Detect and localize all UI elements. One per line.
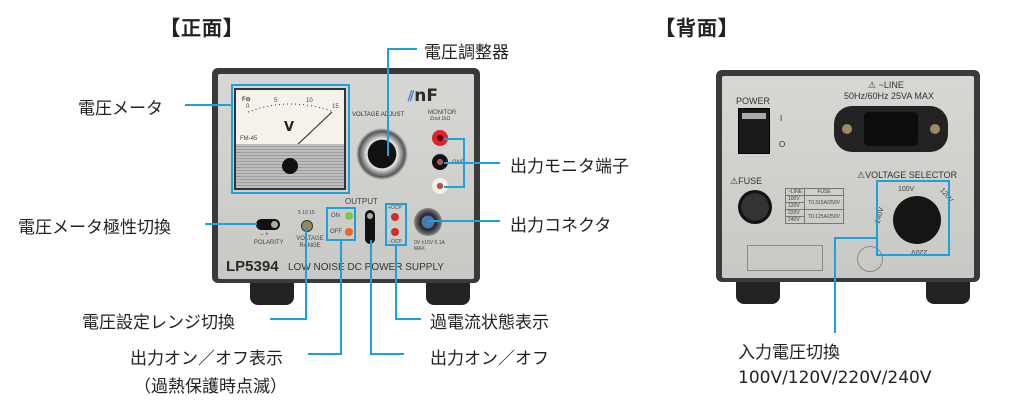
output-connector[interactable] (414, 208, 442, 236)
on-label: ON (331, 213, 340, 219)
callout-output-connector: 出力コネクタ (510, 216, 612, 236)
voltage-range-switch[interactable] (301, 220, 313, 232)
plus-ocp-label: +OCP (388, 205, 402, 211)
front-title: 【正面】 (160, 16, 244, 40)
led-off (345, 228, 353, 236)
highlight-meter (231, 84, 350, 194)
power-label: POWER (736, 96, 771, 106)
voltage-range-label: VOLTAGE RANGE (296, 236, 324, 249)
fuse-table-header-fuse: FUSE (804, 188, 845, 196)
rear-foot-right (926, 282, 970, 304)
led-on (345, 212, 353, 220)
off-label: OFF (330, 229, 342, 235)
fuse-row-rating: T0.315A/250V (804, 195, 845, 210)
table-row: 240V (784, 216, 844, 224)
product-description: LOW NOISE DC POWER SUPPLY (288, 262, 444, 273)
power-off-mark: O (779, 140, 786, 149)
rear-foot-left (736, 282, 780, 304)
callout-meter-polarity: 電圧メータ極性切換 (18, 218, 171, 238)
monitor-label: MONITOR (428, 110, 457, 116)
callout-input-voltage: 入力電圧切換 (738, 343, 840, 363)
fuse-row-line: 100V (784, 195, 806, 203)
rear-title: 【背面】 (655, 16, 739, 40)
meter-zero-adjust[interactable] (282, 158, 298, 174)
callout-onoff-switch: 出力オン／オフ (430, 349, 549, 369)
polarity-marks: − + (260, 232, 269, 238)
output-rating: 0V ±15V 0.1A MAX (414, 240, 445, 252)
highlight-voltage-selector (876, 180, 950, 256)
meter-model: FM-45 (240, 136, 258, 142)
line-rating: 50Hz/60Hz 25VA MAX (844, 91, 934, 101)
meter-scale-15: 15 (332, 104, 339, 110)
selector-100v: 100V (898, 186, 915, 193)
callout-overcurrent: 過電流状態表示 (430, 313, 549, 333)
brand-mark-icon: ⫽ (408, 89, 415, 105)
fuse-table-header-line: ~LINE (784, 188, 806, 196)
output-onoff-switch[interactable] (365, 210, 375, 244)
voltage-selector-label: ⚠VOLTAGE SELECTOR (857, 170, 958, 180)
front-foot-left (250, 283, 294, 305)
callout-input-voltage-values: 100V/120V/220V/240V (738, 368, 932, 388)
voltage-selector-dial[interactable] (893, 196, 941, 244)
power-on-mark: I (780, 114, 783, 123)
callout-onoff-indicator-note: （過熱保護時点滅） (134, 377, 287, 397)
meter-needle-icon (247, 103, 335, 149)
fuse-row-line: 120V (784, 202, 806, 210)
fuse-label: ⚠FUSE (730, 176, 763, 186)
fuse-row-line: 220V (784, 209, 806, 217)
output-label: OUTPUT (345, 197, 378, 206)
monitor-terminal-plus[interactable] (432, 130, 448, 146)
callout-onoff-indicator: 出力オン／オフ表示 (130, 349, 283, 369)
highlight-onoff-led (326, 207, 356, 241)
rear-round-mark (857, 246, 883, 272)
monitor-terminal-gnd[interactable] (432, 154, 448, 170)
callout-voltage-adjuster: 電圧調整器 (424, 43, 509, 63)
callout-monitor-terminal: 出力モニタ端子 (510, 157, 629, 177)
fuse-row-line: 240V (784, 216, 806, 224)
range-marks: 5 10 15 (298, 210, 315, 216)
label-plate (747, 245, 823, 271)
led-minus-ocp (391, 228, 399, 236)
line-label: ⚠ ~LINE (868, 80, 904, 90)
minus-ocp-label: −OCP (388, 239, 402, 245)
meter-scale-5: 5 (274, 98, 278, 104)
monitor-terminal-minus[interactable] (432, 178, 448, 194)
led-plus-ocp (391, 213, 399, 221)
fuse-holder[interactable] (738, 190, 772, 224)
front-foot-right (426, 283, 470, 305)
meter-scale-0: 0 (246, 104, 250, 110)
power-switch[interactable] (738, 108, 770, 154)
meter-brand: F⊖ (242, 97, 251, 103)
brand-text: nF (414, 86, 438, 106)
monitor-sub-label: Zout 1kΩ (430, 116, 451, 122)
model-number: LP5394 (226, 258, 279, 275)
ac-inlet[interactable] (834, 106, 948, 152)
fuse-row-rating: T0.125A/250V (804, 209, 845, 224)
polarity-label: POLARITY (254, 240, 284, 246)
voltage-meter: F⊖ 0 5 10 15 V FM-45 (234, 88, 346, 190)
brand-logo: ⫽nF (408, 86, 438, 106)
voltage-adjust-label: VOLTAGE ADJUST (352, 112, 405, 118)
meter-scale-10: 10 (306, 98, 313, 104)
callout-voltage-meter: 電圧メータ (78, 99, 163, 119)
voltage-adjust-knob[interactable] (356, 128, 408, 180)
highlight-ocp-led (385, 203, 407, 246)
polarity-switch[interactable] (256, 219, 280, 230)
callout-range-switch: 電圧設定レンジ切換 (82, 313, 235, 333)
meter-unit: V (284, 120, 295, 135)
